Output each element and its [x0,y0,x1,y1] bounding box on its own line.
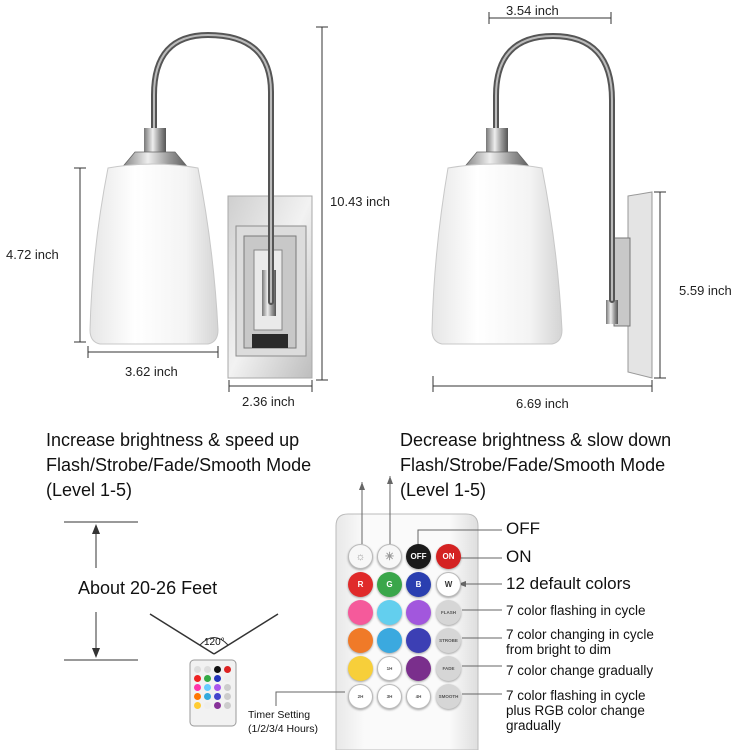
color-yellow-button[interactable] [348,656,373,681]
sun-icon: ☼ [355,550,366,563]
strobe-button-label: STROBE [439,638,458,643]
decrease-line-1: Decrease brightness & slow down [400,430,672,450]
increase-line-1: Increase brightness & speed up [46,430,300,450]
callout-smooth-line-3: gradually [506,718,561,733]
increase-line-3: (Level 1-5) [46,480,133,500]
mini-remote [194,666,234,724]
decrease-line-2: Flash/Strobe/Fade/Smooth Mode [400,455,666,475]
white-button-label: W [444,580,453,589]
timer-setting-line-2: (1/2/3/4 Hours) [248,723,319,735]
brightness-up-button[interactable]: ☼ [348,544,373,569]
color-pink-button[interactable] [348,600,373,625]
dim-depth: 6.69 inch [516,396,569,411]
timer-setting-label: Timer Setting (1/2/3/4 Hours) [248,708,318,736]
range-label: About 20-26 Feet [78,578,218,598]
angle-label: 120° [204,637,225,648]
color-violet-button[interactable] [406,600,431,625]
dim-front-height: 10.43 inch [330,194,390,209]
on-button-label: ON [442,552,455,561]
flash-button-label: FLASH [441,610,456,615]
decrease-brightness-heading: Decrease brightness & slow down Flash/St… [400,428,671,503]
callout-default-colors: 12 default colors [506,574,631,593]
callout-flash: 7 color flashing in cycle [506,603,646,618]
timer-1h-button[interactable]: 1H [377,656,402,681]
red-button-label: R [357,580,364,589]
callout-on: ON [506,547,532,566]
color-orange-button[interactable] [348,628,373,653]
fade-button[interactable]: FADE [436,656,461,681]
callout-strobe-line-2: from bright to dim [506,642,612,657]
timer-setting-line-1: Timer Setting [248,709,311,721]
off-button-label: OFF [410,552,427,561]
dim-plate-height: 5.59 inch [679,283,732,298]
timer-2h-label: 2H [357,694,364,699]
timer-3h-button[interactable]: 3H [377,684,402,709]
callout-strobe-line-1: 7 color changing in cycle [506,627,654,642]
increase-brightness-heading: Increase brightness & speed up Flash/Str… [46,428,311,503]
dim-shade-height: 4.72 inch [6,247,59,262]
strobe-button[interactable]: STROBE [436,628,461,653]
timer-1h-label: 1H [386,666,393,671]
callout-fade: 7 color change gradually [506,663,654,678]
white-button[interactable]: W [436,572,461,597]
color-purple-button[interactable] [406,656,431,681]
red-button[interactable]: R [348,572,373,597]
green-button[interactable]: G [377,572,402,597]
flash-button[interactable]: FLASH [436,600,461,625]
off-button[interactable]: OFF [406,544,431,569]
color-light-blue-button[interactable] [377,600,402,625]
green-button-label: G [386,580,393,589]
timer-4h-label: 4H [415,694,422,699]
fade-button-label: FADE [442,666,455,671]
blue-button-label: B [415,580,422,589]
dim-shade-width: 3.62 inch [125,364,178,379]
blue-button[interactable]: B [406,572,431,597]
smooth-button[interactable]: SMOOTH [436,684,461,709]
callout-smooth: 7 color flashing in cycle plus RGB color… [506,688,646,733]
timer-4h-button[interactable]: 4H [406,684,431,709]
color-indigo-button[interactable] [406,628,431,653]
callout-off: OFF [506,519,540,538]
callout-strobe: 7 color changing in cycle from bright to… [506,627,654,657]
callout-smooth-line-2: plus RGB color change [506,703,645,718]
timer-2h-button[interactable]: 2H [348,684,373,709]
bulb-icon: ☀ [384,551,395,563]
callout-smooth-line-1: 7 color flashing in cycle [506,688,646,703]
color-sky-blue-button[interactable] [377,628,402,653]
increase-line-2: Flash/Strobe/Fade/Smooth Mode [46,455,312,475]
dim-plate-width: 2.36 inch [242,394,295,409]
timer-3h-label: 3H [386,694,393,699]
decrease-line-3: (Level 1-5) [400,480,487,500]
dim-arm-reach: 3.54 inch [506,3,559,18]
on-button[interactable]: ON [436,544,461,569]
smooth-button-label: SMOOTH [438,694,459,699]
brightness-down-button[interactable]: ☀ [377,544,402,569]
